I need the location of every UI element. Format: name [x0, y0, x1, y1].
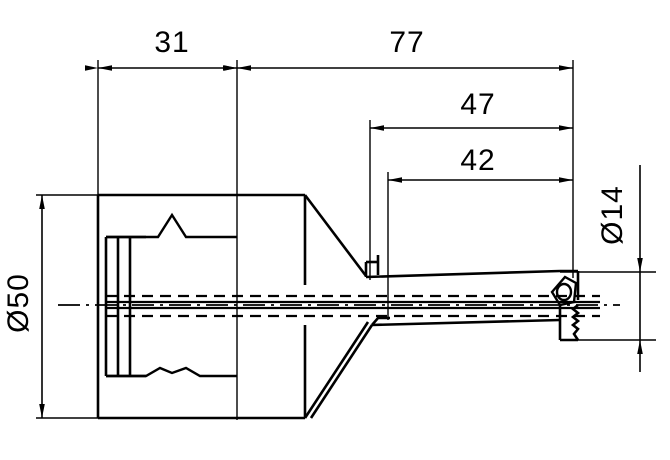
dim-label-diameter-14: Ø14 [596, 185, 629, 245]
hidden-lines [106, 294, 600, 318]
break-line-top [106, 212, 237, 239]
dimension-labels: 31 77 47 42 Ø50 Ø14 [2, 26, 629, 333]
dim-label-47: 47 [460, 88, 495, 121]
dim-label-diameter-50: Ø50 [2, 273, 35, 333]
part-outline [96, 193, 581, 420]
lower-taper-outer [303, 321, 370, 419]
dimension-arrowheads [39, 65, 643, 418]
break-line-bottom [106, 366, 237, 378]
dim-label-31: 31 [154, 26, 189, 59]
dimension-lines [41, 65, 641, 418]
shank-top-edge [365, 269, 561, 279]
dim-label-77: 77 [389, 26, 424, 59]
bore-lines [106, 300, 600, 310]
lower-taper-inner [309, 324, 374, 419]
shank-underside-step [371, 316, 390, 326]
upper-taper [303, 194, 368, 277]
dim-label-42: 42 [460, 144, 495, 177]
break-lines [106, 212, 237, 378]
shank-bottom-edge [371, 318, 561, 327]
tip-serrated-edge [570, 303, 581, 341]
insert-screw-hole [555, 282, 573, 302]
